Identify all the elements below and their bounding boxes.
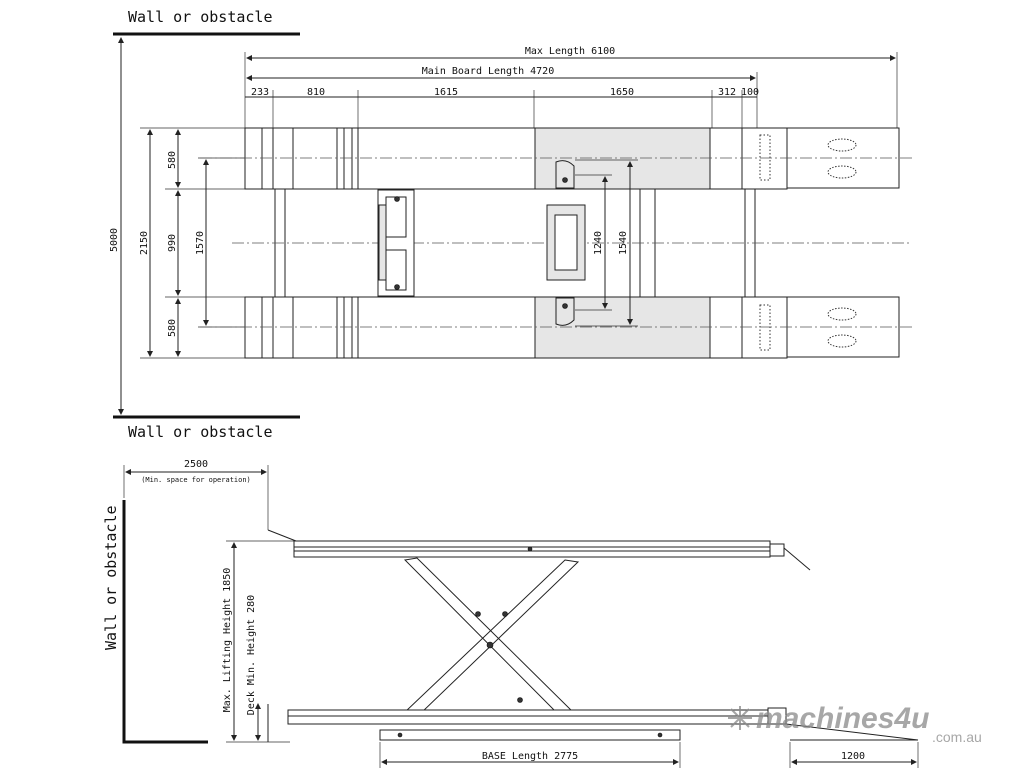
side-view: Wall or obstacle 2500 (Min. space for op… — [102, 459, 919, 768]
wall-label-top: Wall or obstacle — [128, 8, 273, 26]
watermark-domain: .com.au — [932, 729, 982, 745]
dim-580-top: 580 — [167, 151, 178, 169]
raised-deck — [267, 529, 811, 571]
ramp-grip-pads — [759, 134, 857, 351]
dim-deck-min-height: Deck Min. Height 280 — [246, 595, 257, 715]
dim-810: 810 — [307, 87, 325, 98]
dim-2150: 2150 — [139, 231, 150, 255]
dim-100: 100 — [741, 87, 759, 98]
top-view: Wall or obstacle Wall or obstacle 5000 2… — [109, 8, 912, 441]
dim-max-lifting-height: Max. Lifting Height 1850 — [222, 568, 233, 713]
dim-1540: 1540 — [618, 231, 629, 255]
dim-5000: 5000 — [109, 228, 120, 252]
wall-label-middle: Wall or obstacle — [128, 423, 273, 441]
dim-1615: 1615 — [434, 87, 458, 98]
dim-580-bottom: 580 — [167, 319, 178, 337]
lowered-deck — [267, 704, 919, 742]
scissor-arms — [403, 557, 580, 717]
dim-2500: 2500 — [184, 459, 208, 470]
scissor-bracket-right — [546, 160, 586, 326]
dim-max-length: Max Length 6100 — [525, 46, 615, 57]
dim-1240: 1240 — [593, 231, 604, 255]
platform-bottom — [244, 296, 900, 359]
dim-312: 312 — [718, 87, 736, 98]
snowflake-icon — [728, 706, 752, 730]
dim-1570: 1570 — [195, 231, 206, 255]
dim-1200: 1200 — [841, 751, 865, 762]
dim-main-board-length: Main Board Length 4720 — [422, 66, 554, 77]
dim-990: 990 — [167, 234, 178, 252]
dim-233: 233 — [251, 87, 269, 98]
wall-label-side: Wall or obstacle — [102, 506, 120, 651]
dim-base-length: BASE Length 2775 — [482, 751, 578, 762]
watermark-brand: machines4u — [756, 702, 929, 735]
machines4u-watermark: machines4u .com.au — [728, 702, 982, 745]
platform-top — [244, 127, 900, 190]
scissor-bracket-left — [372, 188, 420, 298]
dim-1650: 1650 — [610, 87, 634, 98]
wall-line-side — [122, 500, 208, 744]
min-space-note: (Min. space for operation) — [141, 476, 251, 484]
